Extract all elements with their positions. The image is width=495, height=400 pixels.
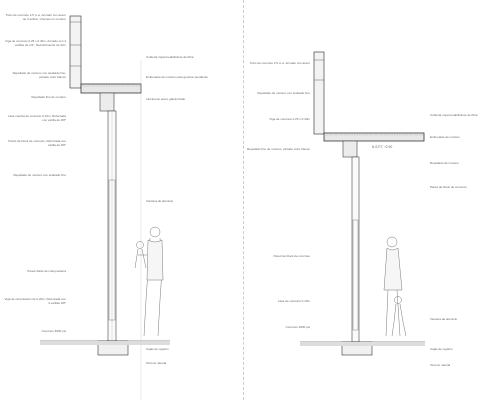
note-right-2: Repellado de mortero con acabado fino	[257, 91, 310, 95]
note-right-5: Pared de block de concreto	[273, 254, 310, 258]
ground-hatch	[40, 341, 170, 345]
note-right-r3: Repellado de mortero	[430, 161, 459, 165]
note-right-6: Lasa de concreto 0.10m	[277, 299, 310, 303]
note-right-4: Repellado fino de mortero, pintado color…	[246, 147, 310, 151]
note-right-3: Viga de concreto 0.25 x 0.40m	[269, 117, 310, 121]
ground-hatch-right	[300, 342, 425, 346]
note-right-r6: Cajas de registro	[430, 347, 453, 351]
note-left-4: Repellado fino de mortero	[31, 95, 66, 99]
window-frame-right	[352, 219, 359, 331]
roof-beam	[99, 92, 115, 112]
note-left-6: Pared de block de concreto, Reforzada co…	[8, 139, 66, 147]
note-left-10: Concreto 3000 psi	[41, 329, 66, 333]
note-left-5: Lasa maciza de concreto 0.10m, Reforzada…	[7, 114, 66, 122]
note-left-3: Repellado de mortero con acabado fino, p…	[12, 71, 66, 79]
note-left-r6: Terreno natural	[146, 361, 167, 365]
note-right-1: Tubo de concreto 2.5 m ø, Armado con ace…	[249, 61, 310, 65]
note-left-7: Repellado de mortero con acabado fino	[13, 173, 66, 177]
person-woman-and-child	[383, 236, 407, 337]
note-left-r2: Embonado de mortero para generar pendien…	[146, 75, 208, 79]
note-right-r7: Terreno natural	[430, 363, 451, 367]
person-adult-with-child	[134, 226, 164, 337]
page-guide	[243, 0, 244, 400]
note-left-8: Pared doble de mampostería	[27, 269, 66, 273]
note-left-r4: Ventana de aluminio	[146, 199, 174, 203]
note-right-r1: Cubierta impermeabilizante de fibra	[430, 113, 478, 117]
note-left-2: Viga de concreto 0.25 x 0.40m, Armado co…	[5, 39, 66, 47]
parapet-wall-right	[313, 51, 325, 135]
note-right-r5: Ventana de aluminio	[430, 317, 458, 321]
parapet-wall	[69, 15, 82, 89]
note-left-r3: Lámina de acero galvanizado	[146, 97, 186, 101]
note-left-9: Viga de cimentación de 0.20m, Reforzada …	[4, 297, 66, 305]
note-left-1: Tubo de concreto 2.5 m ø, Armado con ace…	[5, 13, 66, 21]
roof-slab-right	[323, 132, 425, 142]
note-left-r1: Cubierta impermeabilizante de fibra	[146, 55, 194, 59]
note-right-7: Concreto 3000 psi	[285, 325, 310, 329]
note-right-r4: Pared de block de concreto	[430, 185, 467, 189]
note-left-r5: Cajas de registro	[146, 347, 169, 351]
window-frame	[108, 179, 116, 321]
roof-beam-right	[342, 140, 358, 158]
level-mark: N.S.P.T. +2.90	[372, 145, 393, 149]
note-right-r2: Embonado de mortero	[430, 135, 460, 139]
